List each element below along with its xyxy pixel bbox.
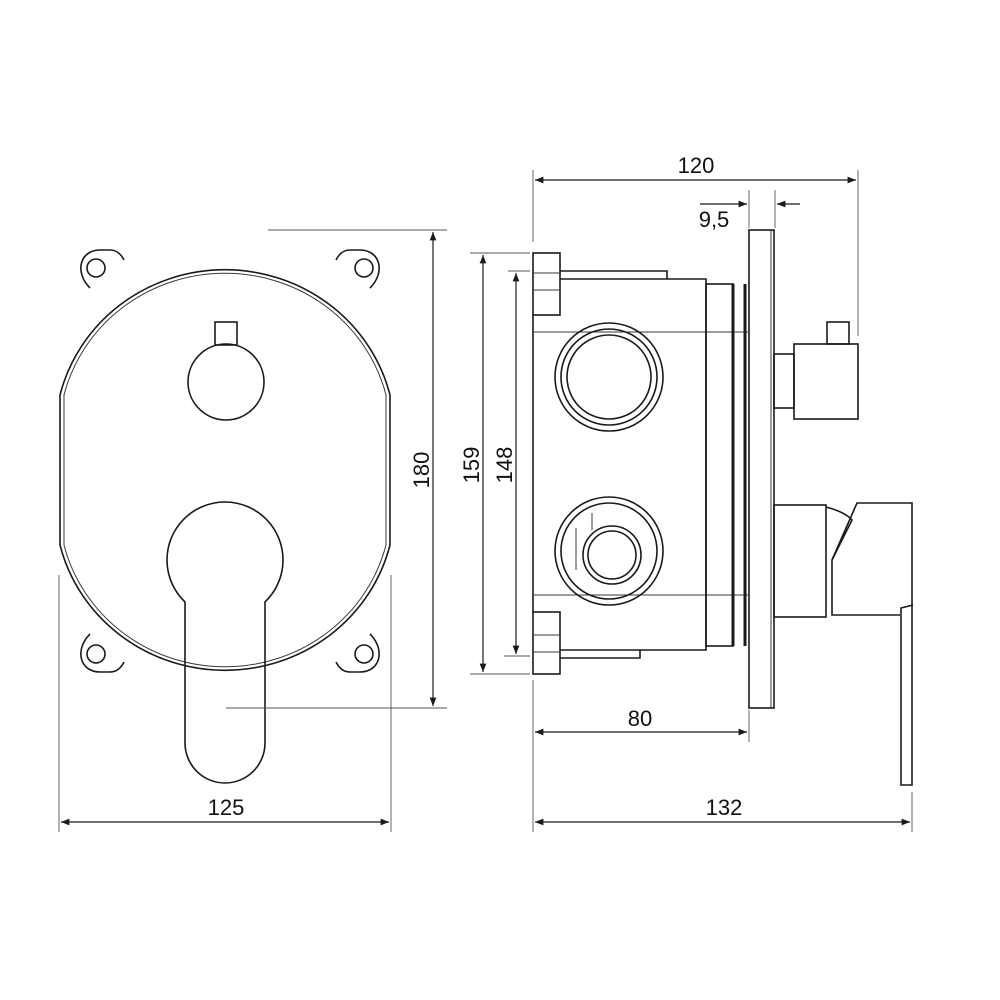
- front-width-dimension: 125: [208, 795, 245, 820]
- wall-plate: [748, 229, 775, 709]
- side-view: 120 9,5 159 148 80 132: [459, 153, 914, 832]
- body-inner-height-dimension: 148: [492, 447, 517, 484]
- total-depth-dimension: 132: [706, 795, 743, 820]
- diverter-side-icon: [773, 321, 859, 420]
- mounting-ear-icon: [80, 249, 380, 673]
- lever-handle-icon: [166, 501, 284, 784]
- front-height-dimension: 180: [409, 452, 434, 489]
- body-depth-dimension: 80: [628, 706, 652, 731]
- inlet-port-icon: [554, 322, 664, 432]
- cover-plate: [59, 268, 391, 672]
- overall-depth-dimension: 120: [678, 153, 715, 178]
- lever-side-icon: [773, 502, 914, 786]
- plate-thickness-dimension: 9,5: [699, 207, 730, 232]
- outlet-port-icon: [554, 496, 664, 606]
- front-view: 180 125: [58, 229, 447, 832]
- diverter-knob-icon: [187, 321, 265, 421]
- valve-body: [532, 270, 707, 659]
- body-outer-height-dimension: 159: [459, 447, 484, 484]
